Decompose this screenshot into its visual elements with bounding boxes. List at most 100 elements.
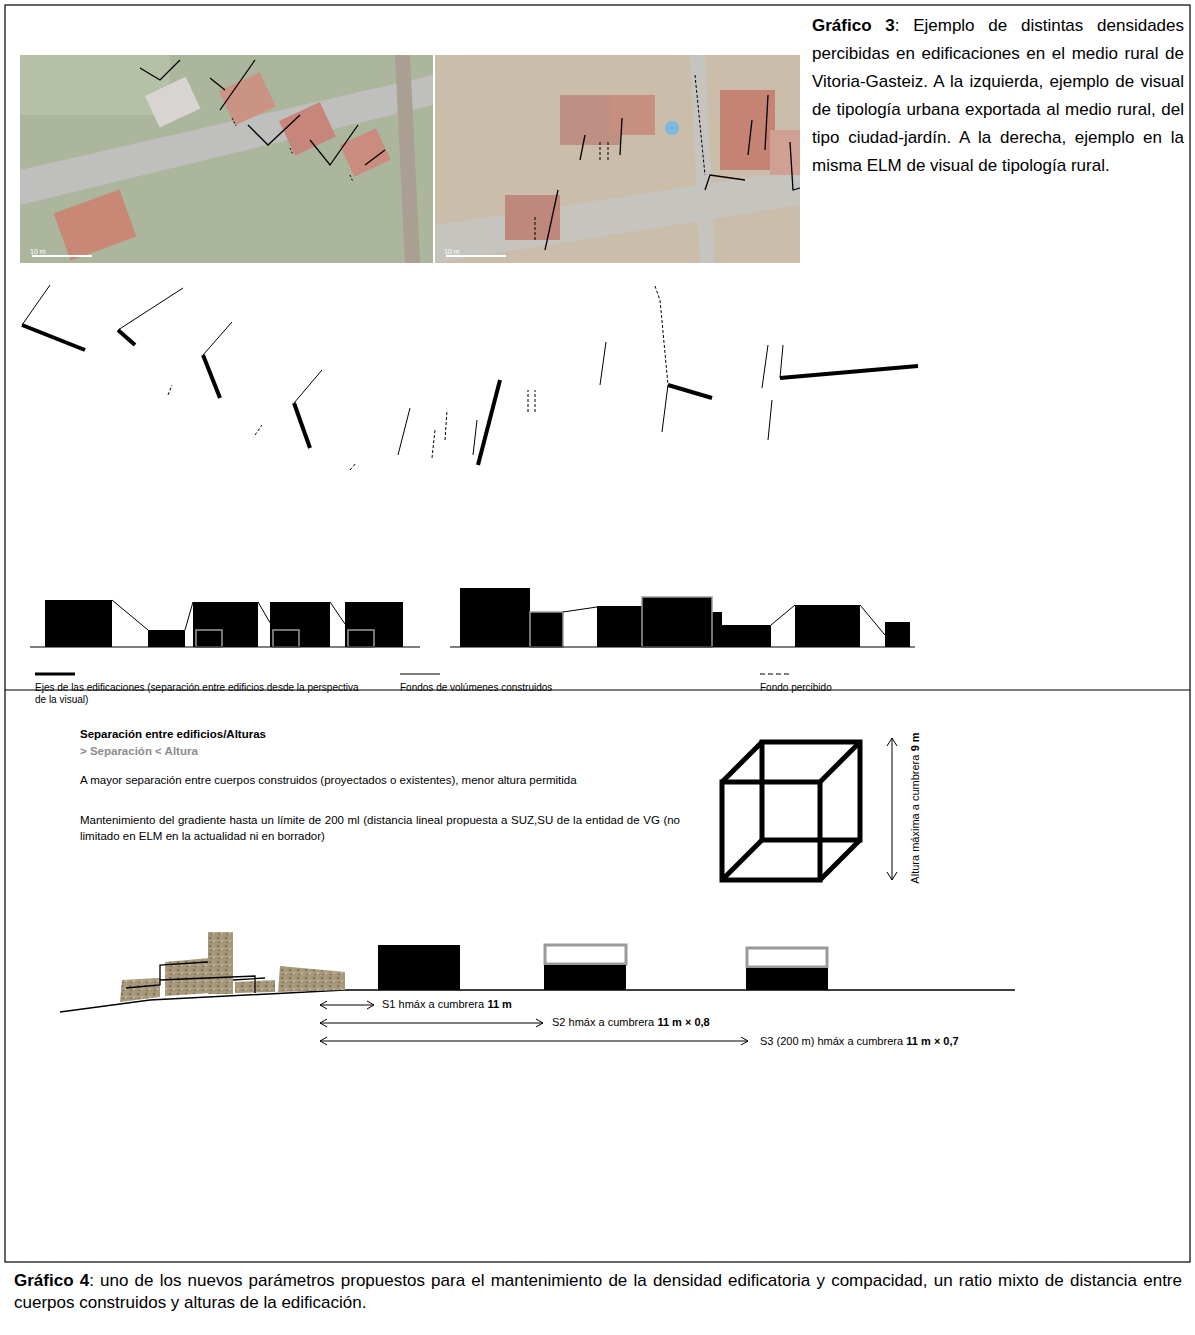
legend-samples-part xyxy=(760,674,792,675)
aerial-photo-right-part xyxy=(435,55,800,263)
panel-heading: Separación entre edificios/Alturas xyxy=(80,728,266,740)
building-silhouettes-part-part xyxy=(185,602,193,630)
height-cube-part xyxy=(722,840,762,880)
terrain-section-part xyxy=(208,932,233,994)
building-silhouettes-part-part xyxy=(795,605,860,647)
height-label-group: Altura máxima a cumbrera 9 m xyxy=(909,732,921,883)
axis-line-drawing-part-part xyxy=(780,345,783,378)
aerial-photo-right-part-part xyxy=(790,142,800,190)
panel-note-group: A mayor separación entre cuerpos constru… xyxy=(80,772,680,788)
distance-label: S2 hmáx a cumbrera xyxy=(552,1016,654,1028)
figure-caption-group: Gráfico 3: Ejemplo de distintas densidad… xyxy=(812,12,1184,180)
panel-note-group: Mantenimiento del gradiente hasta un lím… xyxy=(80,812,680,844)
terrain-section-part xyxy=(278,966,345,992)
building-silhouettes-part-part xyxy=(712,612,722,647)
panel-heading-group: Separación entre edificios/Alturas xyxy=(80,728,680,740)
distance-label: S3 (200 m) hmáx a cumbrera xyxy=(760,1035,903,1047)
axis-line-drawing-part-part xyxy=(294,403,310,448)
legend-samples-part xyxy=(35,673,75,676)
axis-line-drawing-part-part xyxy=(535,390,536,412)
axis-line-drawing-part-part xyxy=(768,400,772,440)
aerial-photo-right-part-part xyxy=(535,215,536,240)
height-arrow-part xyxy=(892,738,893,880)
panel-subheading: > Separación < Altura xyxy=(80,745,198,757)
legend-entry: Fondo percibido xyxy=(760,682,960,694)
aerial-photo-right-part-part xyxy=(600,140,601,160)
building-silhouettes-part-part xyxy=(885,622,910,647)
axis-line-drawing-part-part xyxy=(203,322,232,355)
aerial-photo-left-part-part xyxy=(140,60,180,80)
height-label: Altura máxima a cumbrera xyxy=(909,755,921,884)
axis-line-drawing xyxy=(22,285,918,470)
panel-note: Mantenimiento del gradiente hasta un lím… xyxy=(80,814,680,842)
aerial-photo-right-part xyxy=(535,75,705,240)
distance-arrows-part xyxy=(320,1001,327,1009)
legend-text: Ejes de las edificaciones (separación en… xyxy=(35,682,359,705)
scale-label-group: 10 m xyxy=(444,248,514,255)
building-silhouettes-part-part xyxy=(722,625,771,647)
building-silhouettes-part-part xyxy=(530,612,563,647)
terrain-section-part xyxy=(544,965,626,990)
aerial-photo-left-part xyxy=(140,60,385,165)
distance-label: S1 hmáx a cumbrera xyxy=(382,998,484,1010)
building-silhouettes-part-part xyxy=(258,602,272,626)
scale-label: 10 m xyxy=(30,248,46,255)
axis-line-drawing-part-part xyxy=(168,385,172,395)
building-silhouettes-part-part xyxy=(270,602,330,647)
aerial-photo-right-part-part xyxy=(695,75,705,175)
terrain-section-part xyxy=(746,968,828,990)
terrain-section-part xyxy=(120,978,160,1002)
axis-line-drawing-part xyxy=(168,286,668,470)
height-arrow xyxy=(887,738,897,880)
distance-arrows-part xyxy=(320,1041,748,1042)
axis-line-drawing-part-part xyxy=(203,355,220,398)
figure-caption-group: Gráfico 4: uno de los nuevos parámetros … xyxy=(14,1270,1182,1314)
aerial-photo-right-part-part xyxy=(545,190,558,250)
axis-line-drawing-part-part xyxy=(255,425,262,435)
building-silhouettes-part-part xyxy=(112,600,148,630)
distance-arrows-part xyxy=(367,1001,374,1009)
distance-label: 11 m × 0,8 xyxy=(657,1016,709,1028)
building-silhouettes-part-part xyxy=(30,647,420,648)
axis-line-drawing-part xyxy=(22,285,783,455)
aerial-photo-left-part-part xyxy=(220,60,255,110)
panel-note: A mayor separación entre cuerpos constru… xyxy=(80,774,577,786)
axis-line-drawing-part-part xyxy=(662,385,668,432)
height-label: 9 m xyxy=(909,732,921,751)
terrain-section xyxy=(60,932,1015,1012)
aerial-photo-right-part xyxy=(446,255,506,257)
distance-label-group: S3 (200 m) hmáx a cumbrera11 m × 0,7 xyxy=(760,1034,1010,1048)
axis-line-drawing-part-part xyxy=(22,325,85,350)
building-silhouettes-part xyxy=(45,588,910,647)
aerial-photo-right-part-part xyxy=(580,135,585,160)
building-silhouettes-part-part xyxy=(273,630,299,647)
axis-line-drawing-part-part xyxy=(22,285,50,325)
aerial-photo-left-part-part xyxy=(350,175,353,182)
legend-entry: Fondos de volúmenes construidos xyxy=(400,682,700,694)
panel-subheading-group: > Separación < Altura xyxy=(80,745,680,757)
axis-line-drawing-part-part xyxy=(780,366,918,378)
terrain-section-part-part xyxy=(233,978,265,980)
figure-caption: Gráfico 4 xyxy=(14,1271,89,1290)
legend-samples xyxy=(35,674,792,675)
building-silhouettes-part-part xyxy=(348,630,374,647)
aerial-photo-left-part-part xyxy=(232,118,236,126)
building-silhouettes-part xyxy=(30,600,915,647)
aerial-photo-left-part xyxy=(32,255,92,257)
axis-line-drawing-part-part xyxy=(668,385,712,398)
axis-line-drawing-part-part xyxy=(445,410,447,440)
aerial-photo-left-part-part xyxy=(310,125,358,165)
aerial-photo-left-part xyxy=(232,118,353,182)
aerial-photo-left-part-part xyxy=(290,148,293,155)
distance-arrows-part xyxy=(320,1023,543,1024)
aerial-photo-left-part xyxy=(20,55,433,263)
terrain-section-part xyxy=(545,945,626,964)
aerial-photo-right-part-part xyxy=(765,95,768,150)
legend-text: Fondo percibido xyxy=(760,682,832,693)
axis-line-drawing-part-part xyxy=(432,430,435,458)
aerial-photo-right-part-part xyxy=(748,120,752,155)
aerial-photo-left xyxy=(20,55,433,263)
aerial-photo-right-part-part xyxy=(620,118,622,155)
legend-samples-part xyxy=(400,674,440,675)
